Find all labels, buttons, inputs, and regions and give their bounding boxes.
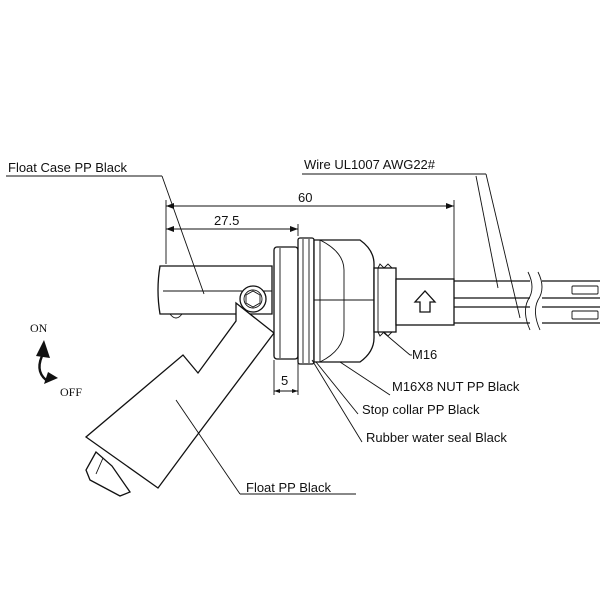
label-stop-collar: Stop collar PP Black xyxy=(362,402,480,417)
dim-overall-length: 60 xyxy=(298,190,312,205)
dim-collar-width: 5 xyxy=(281,373,288,388)
dimension-lines xyxy=(165,200,455,395)
wires xyxy=(454,271,600,331)
hex-nut xyxy=(313,239,375,363)
state-off: OFF xyxy=(60,385,82,399)
stop-collar xyxy=(297,237,315,365)
on-off-indicator xyxy=(36,340,58,384)
float-body xyxy=(84,301,275,497)
leader-lines xyxy=(6,173,521,495)
label-m16: M16 xyxy=(412,347,437,362)
label-float: Float PP Black xyxy=(246,480,332,495)
label-wire: Wire UL1007 AWG22# xyxy=(304,157,436,172)
label-float-case: Float Case PP Black xyxy=(8,160,127,175)
dim-pivot-length: 27.5 xyxy=(214,213,239,228)
pivot-bolt xyxy=(239,285,267,313)
threaded-stem xyxy=(373,263,397,337)
stem-tube xyxy=(395,278,455,326)
label-rubber-seal: Rubber water seal Black xyxy=(366,430,507,445)
rubber-seal xyxy=(273,246,299,360)
label-nut: M16X8 NUT PP Black xyxy=(392,379,520,394)
state-on: ON xyxy=(30,321,48,335)
